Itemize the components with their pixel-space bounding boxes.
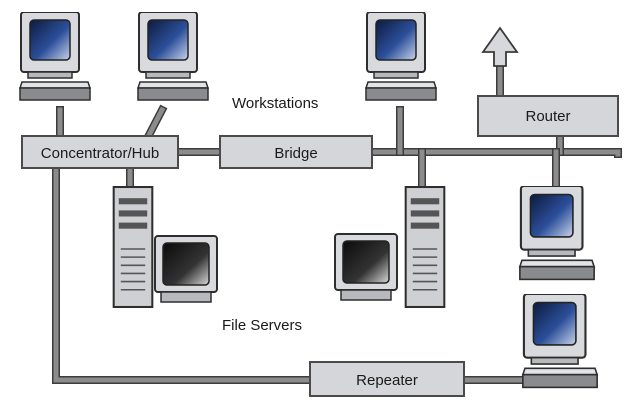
up-arrow-icon xyxy=(481,26,519,67)
repeater-box xyxy=(309,361,465,397)
repeater-label: Repeater xyxy=(356,372,418,389)
cable-network xyxy=(52,56,622,384)
file-server-1-tower-icon xyxy=(112,186,154,308)
hub-label: Concentrator/Hub xyxy=(41,145,159,162)
workstation-3-icon xyxy=(365,12,437,101)
file-server-2-tower-icon xyxy=(404,186,446,308)
file-servers-label: File Servers xyxy=(222,317,302,334)
file-server-2-monitor-icon xyxy=(333,232,399,302)
hub-box xyxy=(21,135,179,169)
bridge-box xyxy=(219,135,373,169)
workstation-4-icon xyxy=(518,186,596,281)
file-server-1-monitor-icon xyxy=(153,234,219,304)
bridge-label: Bridge xyxy=(274,145,317,162)
workstations-label: Workstations xyxy=(232,95,318,112)
workstation-2-icon xyxy=(137,12,209,101)
workstation-1-icon xyxy=(19,12,91,101)
router-label: Router xyxy=(525,108,570,125)
router-box xyxy=(477,95,619,137)
workstation-5-icon xyxy=(521,294,599,389)
